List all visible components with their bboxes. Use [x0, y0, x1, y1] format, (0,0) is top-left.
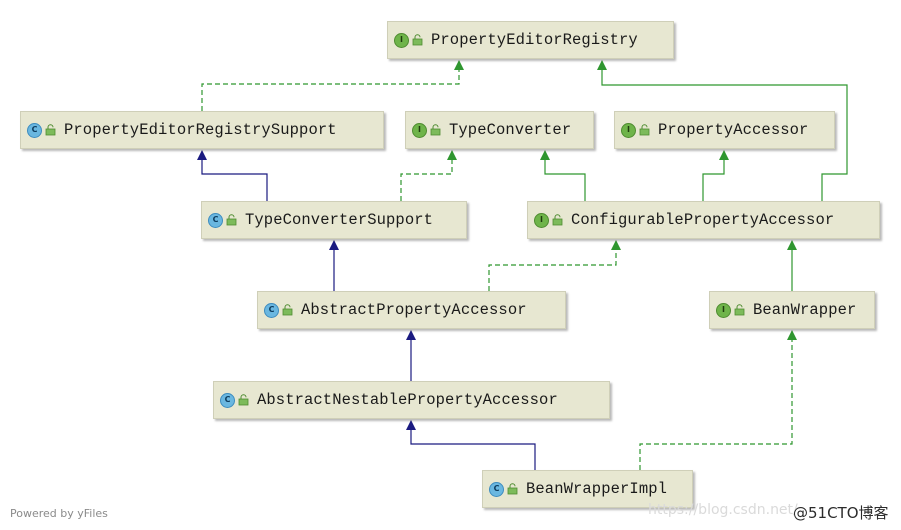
interface-icon: I: [534, 212, 549, 228]
lock-icon: [639, 124, 650, 136]
node-propertyeditorregistry[interactable]: I PropertyEditorRegistry: [387, 21, 674, 59]
node-label: BeanWrapper: [753, 301, 857, 319]
node-typeconvertersupport[interactable]: C TypeConverterSupport: [201, 201, 467, 239]
lock-icon: [45, 124, 56, 136]
interface-icon: I: [621, 122, 636, 138]
lock-icon: [282, 304, 293, 316]
lock-icon: [507, 483, 518, 495]
node-label: TypeConverter: [449, 121, 572, 139]
edge-propertyeditorregistrysupport-to-propertyeditorregistry: [201, 60, 464, 111]
node-beanwrapperimpl[interactable]: C BeanWrapperImpl: [482, 470, 693, 508]
node-label: AbstractPropertyAccessor: [301, 301, 527, 319]
class-icon: C: [489, 481, 504, 497]
node-label: TypeConverterSupport: [245, 211, 434, 229]
node-label: PropertyEditorRegistrySupport: [64, 121, 337, 139]
edge-configurablepropertyaccessor-to-propertyeditorregistry: [597, 60, 848, 201]
interface-icon: I: [412, 122, 427, 138]
class-icon: C: [27, 122, 42, 138]
lock-icon: [238, 394, 249, 406]
class-icon: C: [264, 302, 279, 318]
node-label: AbstractNestablePropertyAccessor: [257, 391, 558, 409]
node-label: PropertyEditorRegistry: [431, 31, 638, 49]
class-icon: C: [208, 212, 223, 228]
interface-icon: I: [394, 32, 409, 48]
node-label: BeanWrapperImpl: [526, 480, 668, 498]
lock-icon: [226, 214, 237, 226]
node-configurablepropertyaccessor[interactable]: I ConfigurablePropertyAccessor: [527, 201, 880, 239]
node-propertyeditorregistrysupport[interactable]: C PropertyEditorRegistrySupport: [20, 111, 384, 149]
edge-abstractpropertyaccessor-to-configurablepropertyaccessor: [488, 240, 621, 291]
edge-configurablepropertyaccessor-to-typeconverter: [540, 150, 586, 201]
lock-icon: [430, 124, 441, 136]
node-abstractpropertyaccessor[interactable]: C AbstractPropertyAccessor: [257, 291, 566, 329]
node-typeconverter[interactable]: I TypeConverter: [405, 111, 594, 149]
node-label: PropertyAccessor: [658, 121, 809, 139]
interface-icon: I: [716, 302, 731, 318]
edge-typeconvertersupport-to-propertyeditorregistrysupport: [197, 150, 268, 201]
edge-configurablepropertyaccessor-to-propertyaccessor: [702, 150, 729, 201]
watermark-url: https://blog.csdn.net/: [648, 502, 798, 518]
node-abstractnestablepropertyaccessor[interactable]: C AbstractNestablePropertyAccessor: [213, 381, 610, 419]
edge-typeconvertersupport-to-typeconverter: [400, 150, 457, 201]
node-beanwrapper[interactable]: I BeanWrapper: [709, 291, 875, 329]
watermark-brand: @51CTO博客: [793, 504, 889, 522]
lock-icon: [734, 304, 745, 316]
node-label: ConfigurablePropertyAccessor: [571, 211, 835, 229]
lock-icon: [412, 34, 423, 46]
edge-beanwrapperimpl-to-beanwrapper: [639, 330, 797, 470]
class-icon: C: [220, 392, 235, 408]
node-propertyaccessor[interactable]: I PropertyAccessor: [614, 111, 835, 149]
edge-beanwrapperimpl-to-abstractnestablepropertyaccessor: [406, 420, 536, 470]
lock-icon: [552, 214, 563, 226]
powered-by-footer: Powered by yFiles: [10, 507, 108, 520]
